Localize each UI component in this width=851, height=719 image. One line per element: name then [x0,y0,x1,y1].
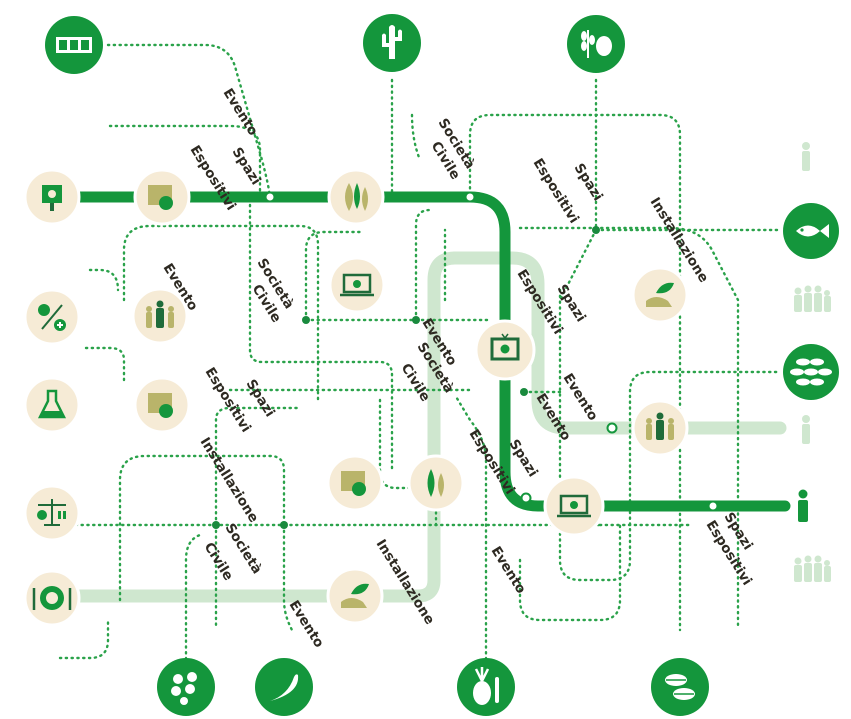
flask-icon [23,376,81,434]
junction-dots [212,191,719,529]
person-icon [802,142,810,171]
people-group-icon [631,399,689,457]
leaf-hand-icon [631,266,689,324]
exhibition-space-icon [133,168,191,226]
food-plate-icon [23,569,81,627]
tv-screen-icon [474,319,536,381]
label-evento: Evento [560,371,601,424]
exhibition-space-icon [133,376,191,434]
cactus-icon [363,14,421,72]
laptop-icon [543,475,605,537]
signboard-apple-icon [23,168,81,226]
pale-lines [53,251,787,603]
pineapple-icon [457,658,515,716]
line-labels: Evento Spazi Espositivi Società Civile S… [160,86,756,651]
label-spazi: Spazi [229,145,264,188]
scale-icon [23,484,81,542]
grain-olive-icon [567,15,625,73]
laptop-icon [328,256,386,314]
grains-icon [783,344,839,400]
label-evento: Evento [220,86,261,139]
people-group-icon [131,287,189,345]
label-spazi: Spazi [506,437,541,480]
leaves-icon [327,168,385,226]
coffee-beans-icon [651,658,709,716]
fish-icon [783,203,839,259]
label-evento: Evento [488,544,529,597]
label-civile: Civile [201,540,237,584]
dotted-lines [58,43,782,667]
leaf-hand-icon [326,567,384,625]
label-evento: Evento [286,598,327,651]
label-spazi: Spazi [243,377,278,420]
leaves-icon [407,454,465,512]
label-spazi: Spazi [571,161,606,204]
label-espositivi: Espositivi [202,365,254,436]
family-group-icon [794,555,831,582]
label-installazione: Installazione [197,435,262,526]
person-icon [798,489,808,522]
chili-icon [255,658,313,716]
family-group-icon [794,285,831,312]
exhibition-space-icon [326,454,384,512]
tickets-icon [45,16,103,74]
apple-percent-icon [23,288,81,346]
person-icon [802,415,810,444]
berries-icon [157,658,215,716]
